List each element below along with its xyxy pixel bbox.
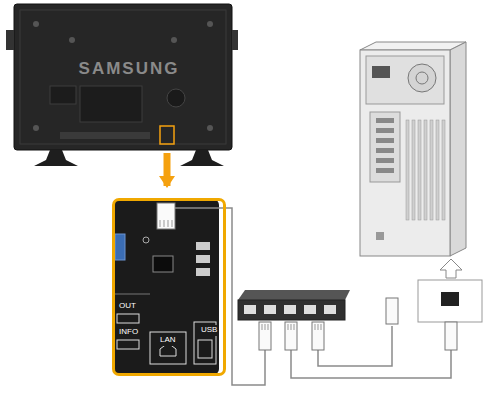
io-panel — [370, 112, 400, 182]
monitor-recess — [80, 86, 142, 122]
panel-body — [113, 199, 219, 375]
lan-cable — [318, 326, 392, 366]
usb-port — [196, 268, 210, 276]
io-port — [376, 138, 394, 143]
plug-pin — [160, 220, 161, 227]
pc-side — [450, 42, 466, 256]
expansion-slot — [406, 120, 409, 220]
port-label: INFO — [117, 327, 140, 338]
port-label: OUT — [117, 301, 138, 312]
usb-socket — [198, 340, 212, 358]
screw — [171, 37, 177, 43]
expansion-slot — [436, 120, 439, 220]
brand-logo: SAMSUNG — [14, 60, 244, 79]
expansion-slot — [412, 120, 415, 220]
connector-panel — [113, 199, 219, 375]
lan-plug — [259, 322, 271, 350]
port-label: LAN — [158, 335, 178, 346]
plug-pin — [294, 324, 295, 330]
hub-port — [264, 305, 276, 314]
connector-zoom-panel: OUT INFO LAN USB — [112, 198, 226, 376]
foot — [376, 232, 384, 240]
plug-pin — [164, 220, 165, 227]
plug-pin — [318, 324, 319, 330]
screw — [33, 21, 39, 27]
power-supply — [366, 56, 444, 104]
highlight-box — [160, 126, 174, 144]
usb-port — [196, 255, 210, 263]
monitor-stand — [34, 150, 78, 166]
d-sub-port — [115, 234, 125, 260]
io-port — [376, 118, 394, 123]
panel-seam — [113, 294, 150, 295]
io-port — [376, 168, 394, 173]
zoom-arrow — [440, 259, 462, 278]
port-socket — [117, 340, 139, 349]
pc-tower — [360, 42, 466, 256]
fan — [416, 72, 428, 84]
monitor-back-panel: SAMSUNG — [14, 4, 244, 150]
side-handle — [6, 30, 14, 50]
plug-pin — [172, 220, 173, 227]
monitor-stand — [180, 150, 224, 166]
plug-pin — [268, 324, 269, 330]
lan-plug — [285, 322, 297, 350]
port-socket — [117, 314, 139, 323]
monitor-back — [6, 4, 238, 166]
monitor-recess — [50, 86, 76, 104]
fan — [408, 64, 436, 92]
plug-pin — [168, 220, 169, 227]
power-socket — [372, 66, 390, 78]
rj45-port — [153, 256, 173, 272]
io-port — [376, 158, 394, 163]
plug-pin — [262, 324, 263, 330]
usb-port — [196, 242, 210, 250]
plug-pin — [315, 324, 316, 330]
rj45-port — [441, 292, 459, 306]
lan-plug — [157, 203, 175, 229]
zoom-arrow — [164, 153, 171, 186]
screw — [33, 125, 39, 131]
plug-pin — [265, 324, 266, 330]
hub-port — [304, 305, 316, 314]
pc-body — [360, 50, 450, 256]
network-hub — [238, 290, 398, 350]
plug-pin — [321, 324, 322, 330]
expansion-slot — [430, 120, 433, 220]
side-handle — [232, 30, 238, 50]
io-port — [376, 128, 394, 133]
io-port — [376, 148, 394, 153]
expansion-slot — [442, 120, 445, 220]
screw — [207, 21, 213, 27]
hub-top — [238, 290, 350, 300]
hub-port — [284, 305, 296, 314]
port-label: USB — [199, 325, 219, 336]
lan-plug — [445, 322, 457, 350]
pc-port-zoom — [418, 280, 482, 322]
plug-pin — [291, 324, 292, 330]
plug-pin — [288, 324, 289, 330]
monitor-knob — [167, 89, 185, 107]
hub-port — [244, 305, 256, 314]
lan-plug — [312, 322, 324, 350]
hub-body — [238, 300, 345, 320]
expansion-slot — [424, 120, 427, 220]
port-strip — [60, 132, 150, 139]
lan-cable — [291, 350, 451, 378]
lan-frame — [150, 332, 186, 364]
screw — [69, 37, 75, 43]
lan-plug — [386, 298, 398, 324]
pc-top — [360, 42, 466, 50]
jack — [143, 237, 149, 243]
screw — [207, 125, 213, 131]
hub-port — [324, 305, 336, 314]
expansion-slot — [418, 120, 421, 220]
